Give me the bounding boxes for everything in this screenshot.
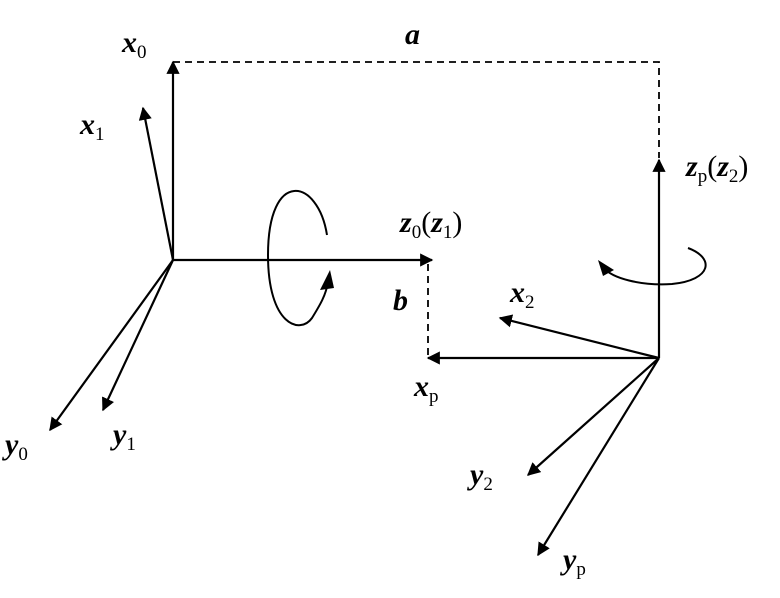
yp-axis (537, 357, 660, 557)
rotation-arrow-z0 (266, 190, 329, 327)
y1-axis (102, 259, 174, 412)
label-x1: x1 (80, 108, 105, 145)
rotation-arrow-zp (603, 247, 707, 286)
rotation-arrowhead-zp (598, 260, 614, 276)
label-y2: y2 (470, 458, 493, 495)
y0-axis (49, 259, 174, 432)
x2-axis (498, 314, 660, 360)
rotation-arrowhead-z0 (320, 270, 334, 290)
label-y0: y0 (5, 428, 28, 465)
label-x2: x2 (510, 276, 535, 313)
label-zp-z2: zp(z2) (686, 150, 749, 187)
y2-axis (527, 357, 660, 476)
label-z0-z1: z0(z1) (400, 206, 463, 243)
offset-a-dashed (173, 61, 660, 158)
label-x0: x0 (122, 26, 147, 63)
label-yp: yp (563, 543, 586, 580)
label-xp: xp (414, 370, 439, 407)
x1-axis (138, 106, 175, 261)
label-b: b (393, 284, 408, 317)
label-a: a (405, 18, 420, 51)
label-y1: y1 (113, 418, 136, 455)
